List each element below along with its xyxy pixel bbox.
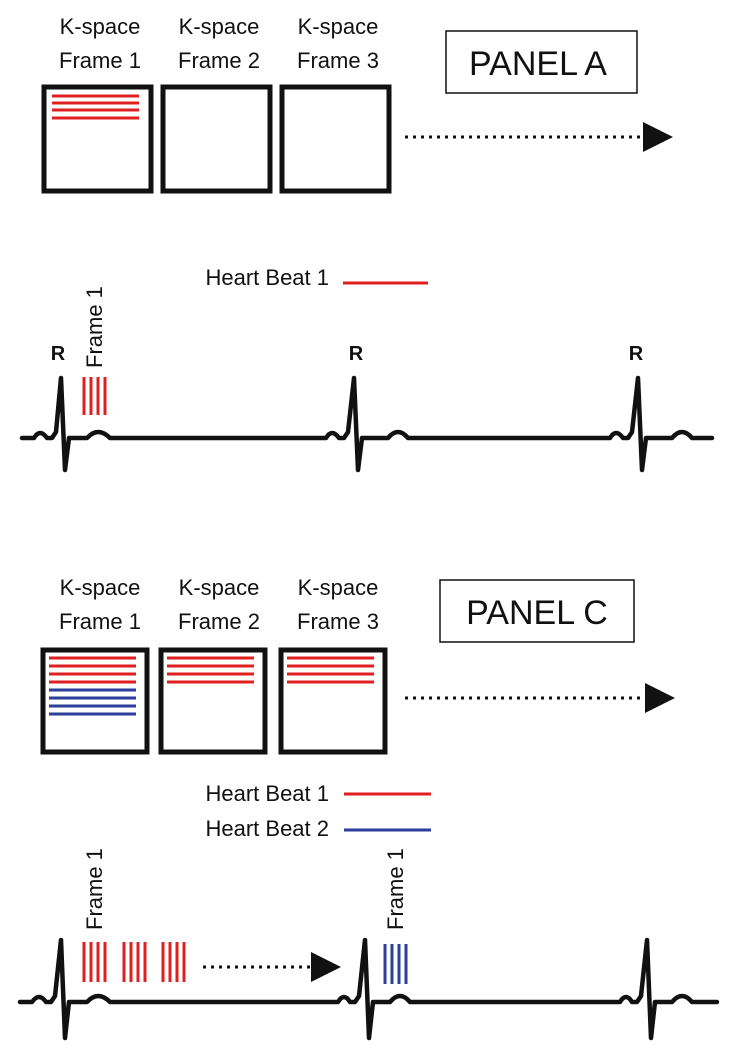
frame-3-header-line2: Frame 3 (297, 48, 379, 73)
kspace-frame-2-red-lines (167, 656, 254, 684)
frame-1-header-line2: Frame 1 (59, 48, 141, 73)
frame-1-marker-label: Frame 1 (82, 286, 107, 368)
frame-1-header-line1: K-space (60, 14, 141, 39)
acquisition-ticks-group-3 (161, 942, 186, 982)
kspace-frame-2-box (160, 84, 273, 194)
frame-2-header-line2: Frame 2 (178, 48, 260, 73)
r-peak-label-2: R (349, 343, 364, 365)
legend-heart-beat-1-label: Heart Beat 1 (205, 265, 329, 290)
frame-2-header-line1: K-space (179, 14, 260, 39)
acquisition-ticks-group-2 (122, 942, 147, 982)
acquisition-ticks-frame-1 (82, 377, 107, 415)
panel-a: K-space Frame 1 K-space Frame 2 K-space … (19, 14, 715, 473)
kspace-frame-1-box (41, 84, 154, 194)
frame-3-header-line1: K-space (298, 575, 379, 600)
frame-3-header-line2: Frame 3 (297, 609, 379, 634)
frame-1-header-line1: K-space (60, 575, 141, 600)
frame-1-header-line2: Frame 1 (59, 609, 141, 634)
panel-c-title-box (439, 579, 635, 643)
ecg-trace-panel-a (19, 375, 715, 473)
kspace-frame-1-box (40, 647, 150, 755)
r-peak-label-3: R (629, 343, 644, 365)
panel-c-title: PANEL C (466, 594, 608, 632)
r-peak-label-1: R (51, 343, 66, 365)
kspace-frame-3-box (278, 647, 388, 755)
acquisition-ticks-beat-2 (383, 944, 408, 984)
frame-2-header-line2: Frame 2 (178, 609, 260, 634)
frame-3-header-line1: K-space (298, 14, 379, 39)
panel-a-title-box (445, 30, 638, 94)
kspace-frame-3-box (279, 84, 392, 194)
legend-heart-beat-1-label: Heart Beat 1 (205, 781, 329, 806)
acquisition-ticks-group-1 (82, 942, 107, 982)
kspace-frame-1-blue-lines (49, 688, 136, 716)
frame-2-header-line1: K-space (179, 575, 260, 600)
panel-a-title: PANEL A (469, 45, 607, 83)
frame-1-marker-label-beat-1: Frame 1 (82, 848, 107, 930)
panel-c: K-space Frame 1 K-space Frame 2 K-space … (17, 575, 720, 1041)
legend-heart-beat-2-label: Heart Beat 2 (205, 816, 329, 841)
kspace-frame-1-lines (52, 94, 139, 120)
kspace-frame-2-box (158, 647, 268, 755)
ecg-trace-panel-c (17, 937, 720, 1041)
kspace-frame-1-red-lines (49, 656, 136, 684)
frame-1-marker-label-beat-2: Frame 1 (383, 848, 408, 930)
kspace-frame-3-red-lines (287, 656, 374, 684)
